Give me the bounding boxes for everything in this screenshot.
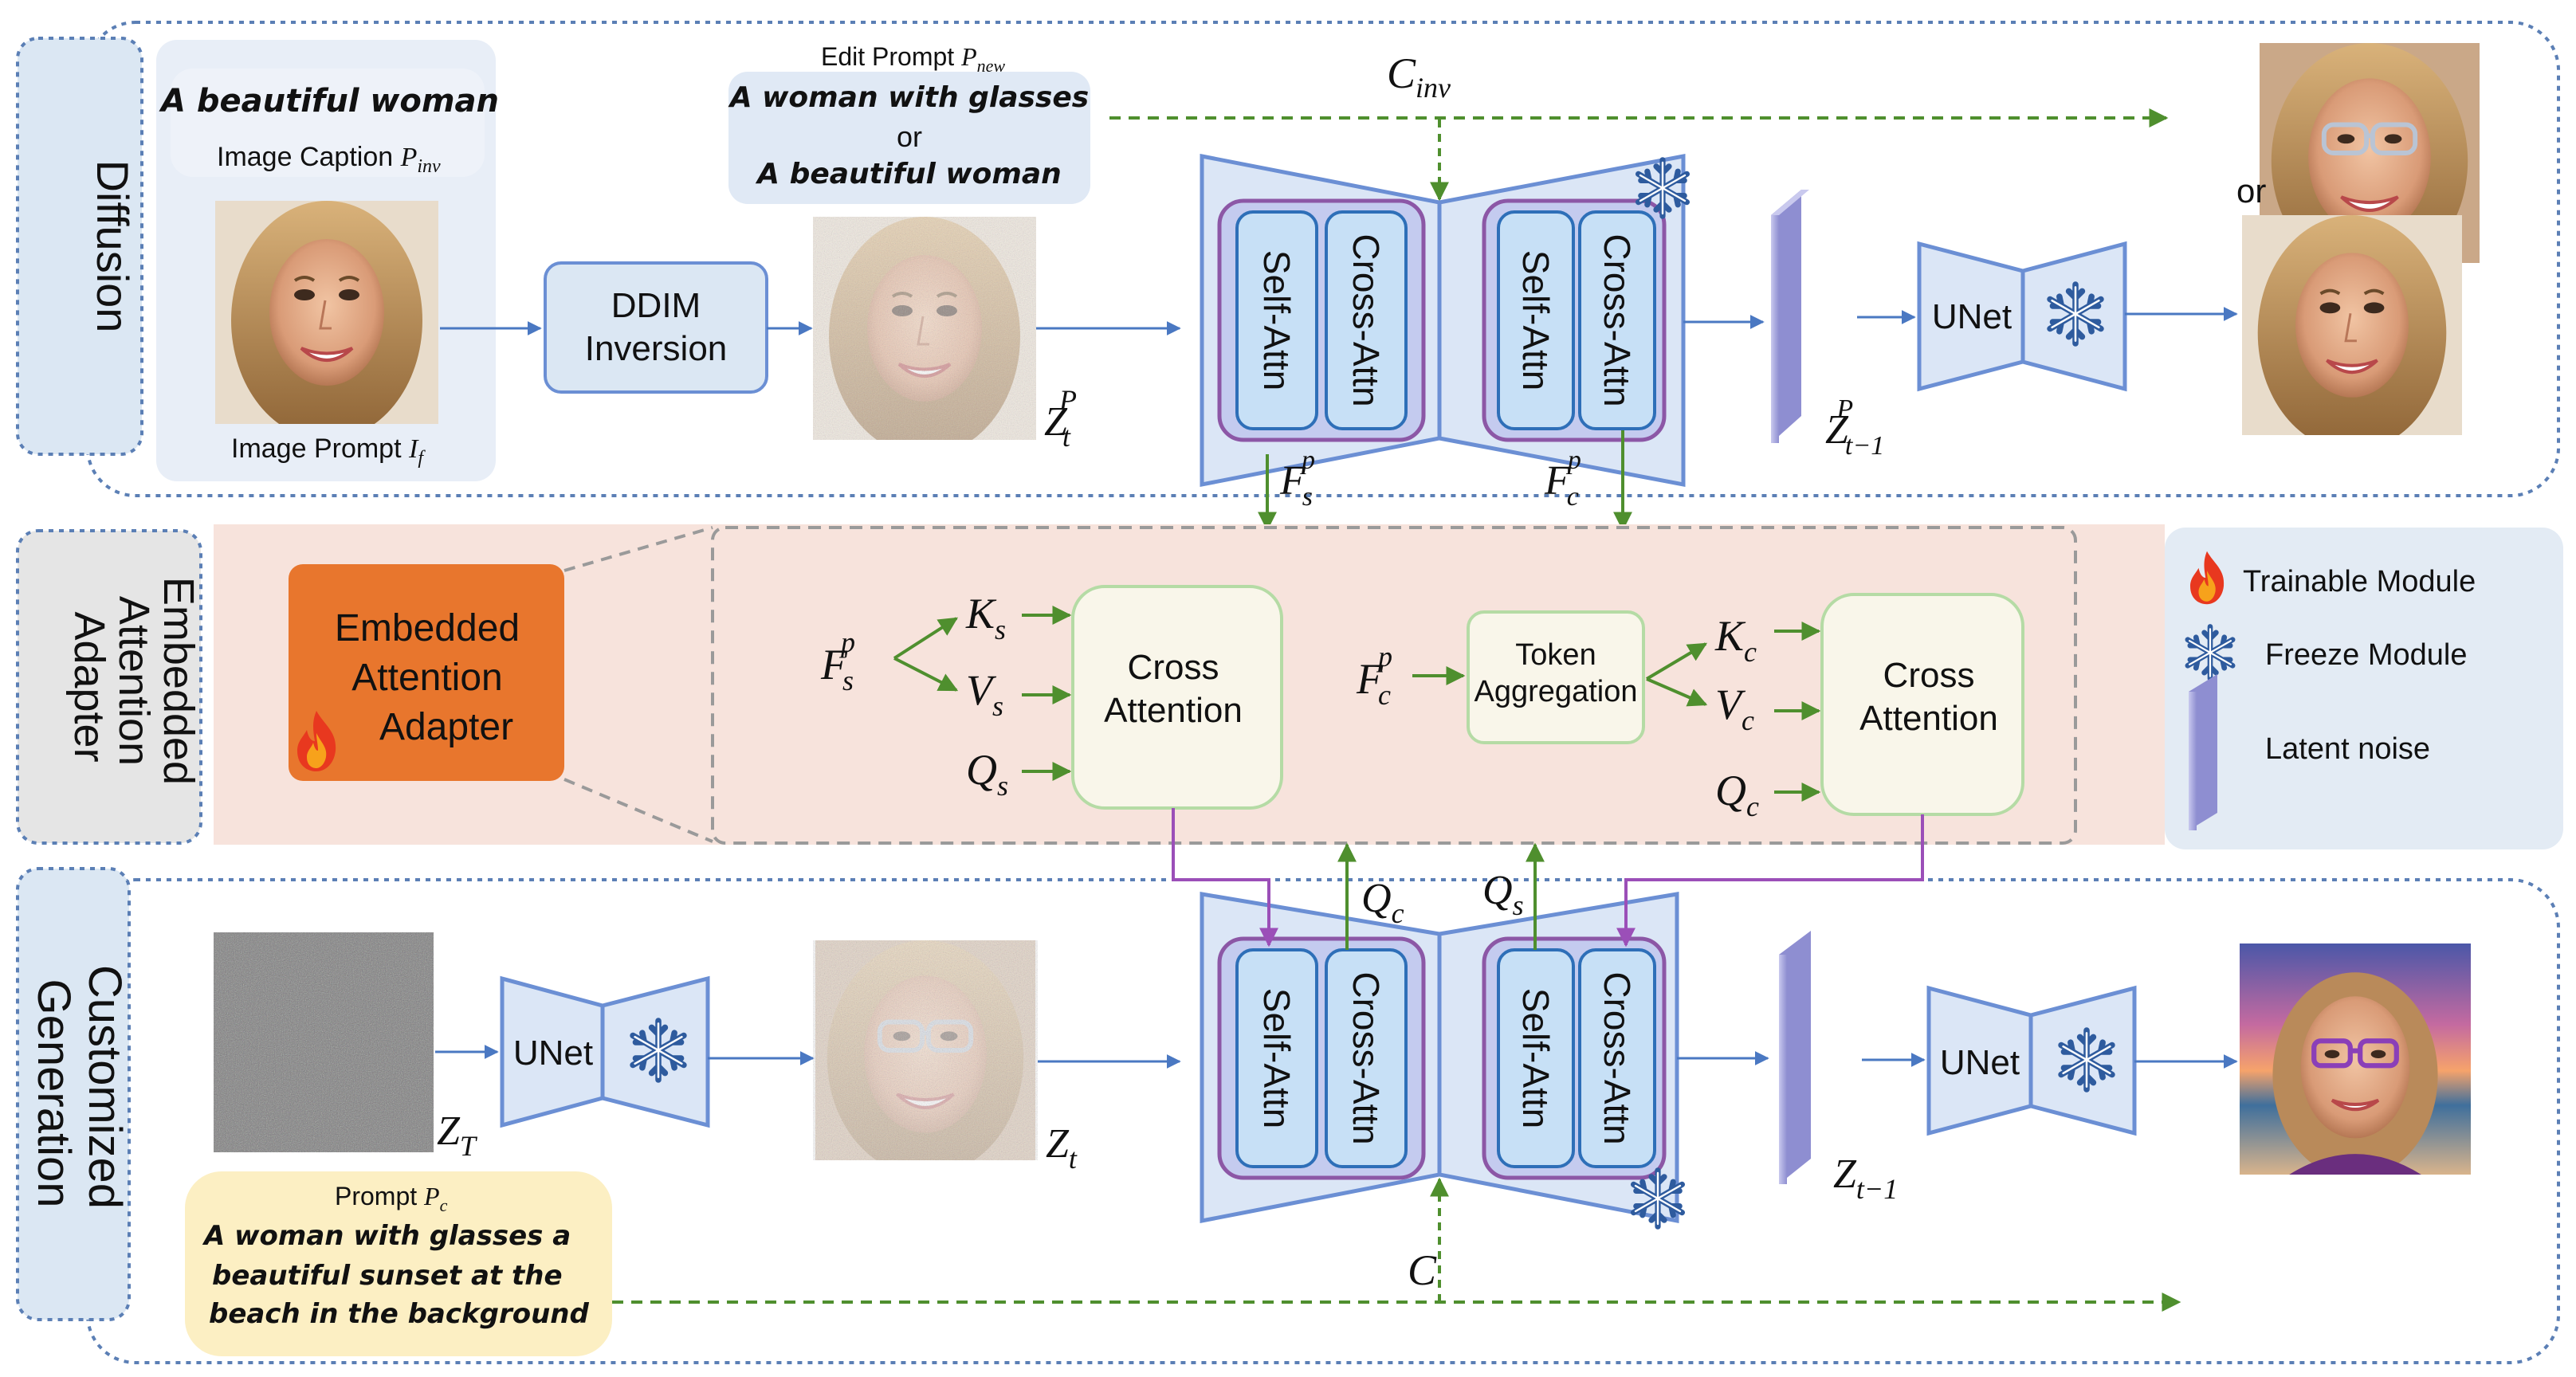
- self-attn-top-left: [1235, 210, 1318, 430]
- qs-label: Qs: [966, 746, 1008, 802]
- unet-label: UNet: [513, 1034, 593, 1073]
- prompt-pc-line3: beach in the background: [209, 1298, 590, 1330]
- adapter-box-line2: Attention: [351, 657, 502, 699]
- cross-attn-label: Cross-Attn: [1596, 971, 1638, 1144]
- adapter-detail-frame: [711, 526, 2077, 845]
- ca1-line1: Cross: [1128, 648, 1219, 687]
- cross-attn-bottom-left: [1325, 948, 1408, 1168]
- latent-noise-icon: [2189, 674, 2217, 830]
- fs-adapter-label: Fsp: [820, 626, 855, 696]
- customized-generation-label: Customized Generation: [28, 965, 131, 1222]
- adapter-box-line3: Adapter: [379, 706, 513, 748]
- ddim-label-2: Inversion: [585, 329, 728, 368]
- token-to-kc-arrow: [1645, 642, 1708, 681]
- legend-trainable: Trainable Module: [2243, 565, 2476, 598]
- caption-bubble: [171, 69, 485, 177]
- self-attn-top-right: [1497, 210, 1575, 430]
- prompt-pc-label: Prompt Pc: [335, 1182, 448, 1215]
- cross-attn-top-right: [1578, 210, 1656, 430]
- fc-top-label: Fcp: [1544, 445, 1581, 512]
- latent-noise-icon: [1771, 190, 1809, 443]
- latent-noise-icon: [1779, 931, 1811, 1184]
- or-label: or: [2236, 172, 2266, 210]
- prompt-pc-line1: A woman with glasses a: [202, 1220, 571, 1252]
- image-caption-label: Image Caption Pinv: [217, 142, 441, 177]
- ca2-line1: Cross: [1883, 656, 1975, 695]
- self-attn-label: Self-Attn: [1515, 250, 1557, 390]
- feature-extraction-label-box: [16, 37, 143, 456]
- zT-label: ZT: [437, 1108, 478, 1162]
- vs-label: Vs: [966, 666, 1003, 722]
- legend-freeze: Freeze Module: [2265, 638, 2467, 672]
- self-attn-label: Self-Attn: [1256, 988, 1298, 1128]
- zt-bottom-label: Zt: [1046, 1121, 1078, 1175]
- cross-attn-bottom-right: [1578, 948, 1656, 1168]
- cross-attn-label: Cross-Attn: [1345, 233, 1387, 406]
- noisy-latent-top: [813, 217, 1036, 440]
- unet-label: UNet: [1932, 297, 2012, 336]
- edit-prompt-line1: A woman with glasses: [728, 81, 1089, 114]
- cross-attn-label: Cross-Attn: [1596, 233, 1638, 406]
- prompt-pc-line2: beautiful sunset at the: [212, 1260, 563, 1292]
- fs-to-ks-arrow: [893, 617, 959, 660]
- edit-prompt-or: or: [897, 120, 922, 153]
- output-generated-image: [2240, 944, 2471, 1179]
- c-label: C: [1408, 1246, 1437, 1294]
- output-face-blonde: [2242, 215, 2462, 451]
- caption-text: A beautiful woman: [159, 83, 499, 120]
- kc-label: Kc: [1714, 612, 1757, 668]
- zoom-line-top: [564, 526, 713, 572]
- legend-panel: [2165, 528, 2563, 849]
- image-prompt-photo: [215, 201, 438, 424]
- feature-extraction-label: Diffusion: [88, 160, 138, 333]
- ddim-label: DDIM: [611, 286, 701, 325]
- cross-attention-block-1: [1071, 585, 1283, 810]
- image-prompt-label: Image Prompt If: [231, 434, 426, 469]
- self-attn-label: Self-Attn: [1256, 250, 1298, 390]
- ca2-line2: Attention: [1859, 699, 1998, 738]
- ddim-inversion-box: [544, 261, 768, 394]
- qs-bottom-label: Qs: [1482, 868, 1524, 921]
- customized-generation-label-box: [16, 867, 131, 1321]
- edit-prompt-label: Edit Prompt Pnew: [821, 42, 1005, 76]
- qc-bottom-label: Qc: [1361, 876, 1404, 929]
- zt1-top-label: Zt−1P: [1825, 394, 1884, 461]
- vc-label: Vc: [1715, 681, 1754, 736]
- token-line1: Token: [1515, 638, 1596, 672]
- self-attn-label: Self-Attn: [1515, 988, 1557, 1128]
- edit-prompt-bubble: [728, 72, 1090, 204]
- c-inv-label: Cinv: [1387, 49, 1451, 104]
- embedded-attention-adapter-box: [289, 564, 564, 781]
- self-attn-bottom-left: [1235, 948, 1318, 1168]
- adapter-label-box: [16, 529, 202, 845]
- zt1-bottom-label: Zt−1: [1833, 1151, 1898, 1205]
- adapter-box-line1: Embedded: [335, 607, 520, 649]
- ca1-line2: Attention: [1104, 691, 1243, 730]
- fc-adapter-label: Fcp: [1356, 641, 1392, 711]
- ca1-to-self-attn-connector: [1172, 808, 1278, 947]
- legend-latent: Latent noise: [2265, 732, 2430, 766]
- unet-label: UNet: [1940, 1043, 2020, 1082]
- ca2-to-cross-attn-connector: [1616, 814, 1924, 947]
- qc-label: Qc: [1715, 767, 1759, 822]
- zt-top-label: ZtP: [1044, 384, 1077, 453]
- token-to-vc-arrow: [1646, 677, 1708, 707]
- zoom-line-bottom: [564, 778, 713, 843]
- fs-top-label: Fsp: [1279, 445, 1315, 512]
- adapter-label: Embedded Attention Adapter: [65, 577, 202, 797]
- cross-attn-top-left: [1325, 210, 1408, 430]
- noisy-latent-bottom: [813, 940, 1038, 1160]
- token-aggregation-box: [1467, 610, 1645, 744]
- fs-to-vs-arrow: [893, 657, 959, 692]
- token-line2: Aggregation: [1475, 675, 1638, 708]
- edit-prompt-line2: A beautiful woman: [755, 158, 1062, 190]
- cross-attn-label: Cross-Attn: [1345, 971, 1387, 1144]
- pure-noise-texture: [214, 932, 434, 1152]
- prompt-pc-box: [185, 1171, 612, 1356]
- ks-label: Ks: [965, 590, 1006, 645]
